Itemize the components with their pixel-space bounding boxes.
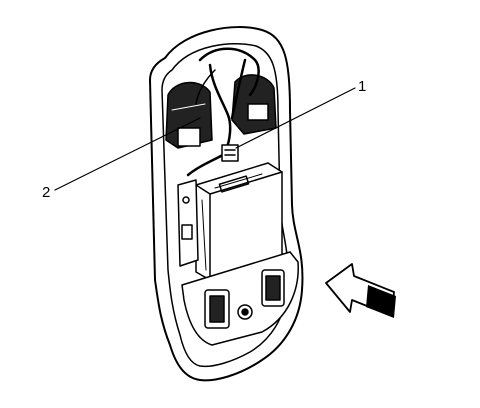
mounting-bracket xyxy=(177,179,199,267)
electrical-connector xyxy=(221,144,239,162)
wiring-harness xyxy=(186,47,260,177)
lower-switch-panel xyxy=(181,251,299,346)
callout-label-1: 1 xyxy=(358,78,367,95)
callout-label-2: 2 xyxy=(42,184,51,201)
console-housing xyxy=(149,26,304,382)
reading-light-left xyxy=(165,81,213,149)
removal-direction-arrow-icon xyxy=(325,263,396,318)
reading-light-right xyxy=(231,74,277,135)
leader-line-2 xyxy=(54,117,201,191)
leader-line-1 xyxy=(235,87,356,149)
